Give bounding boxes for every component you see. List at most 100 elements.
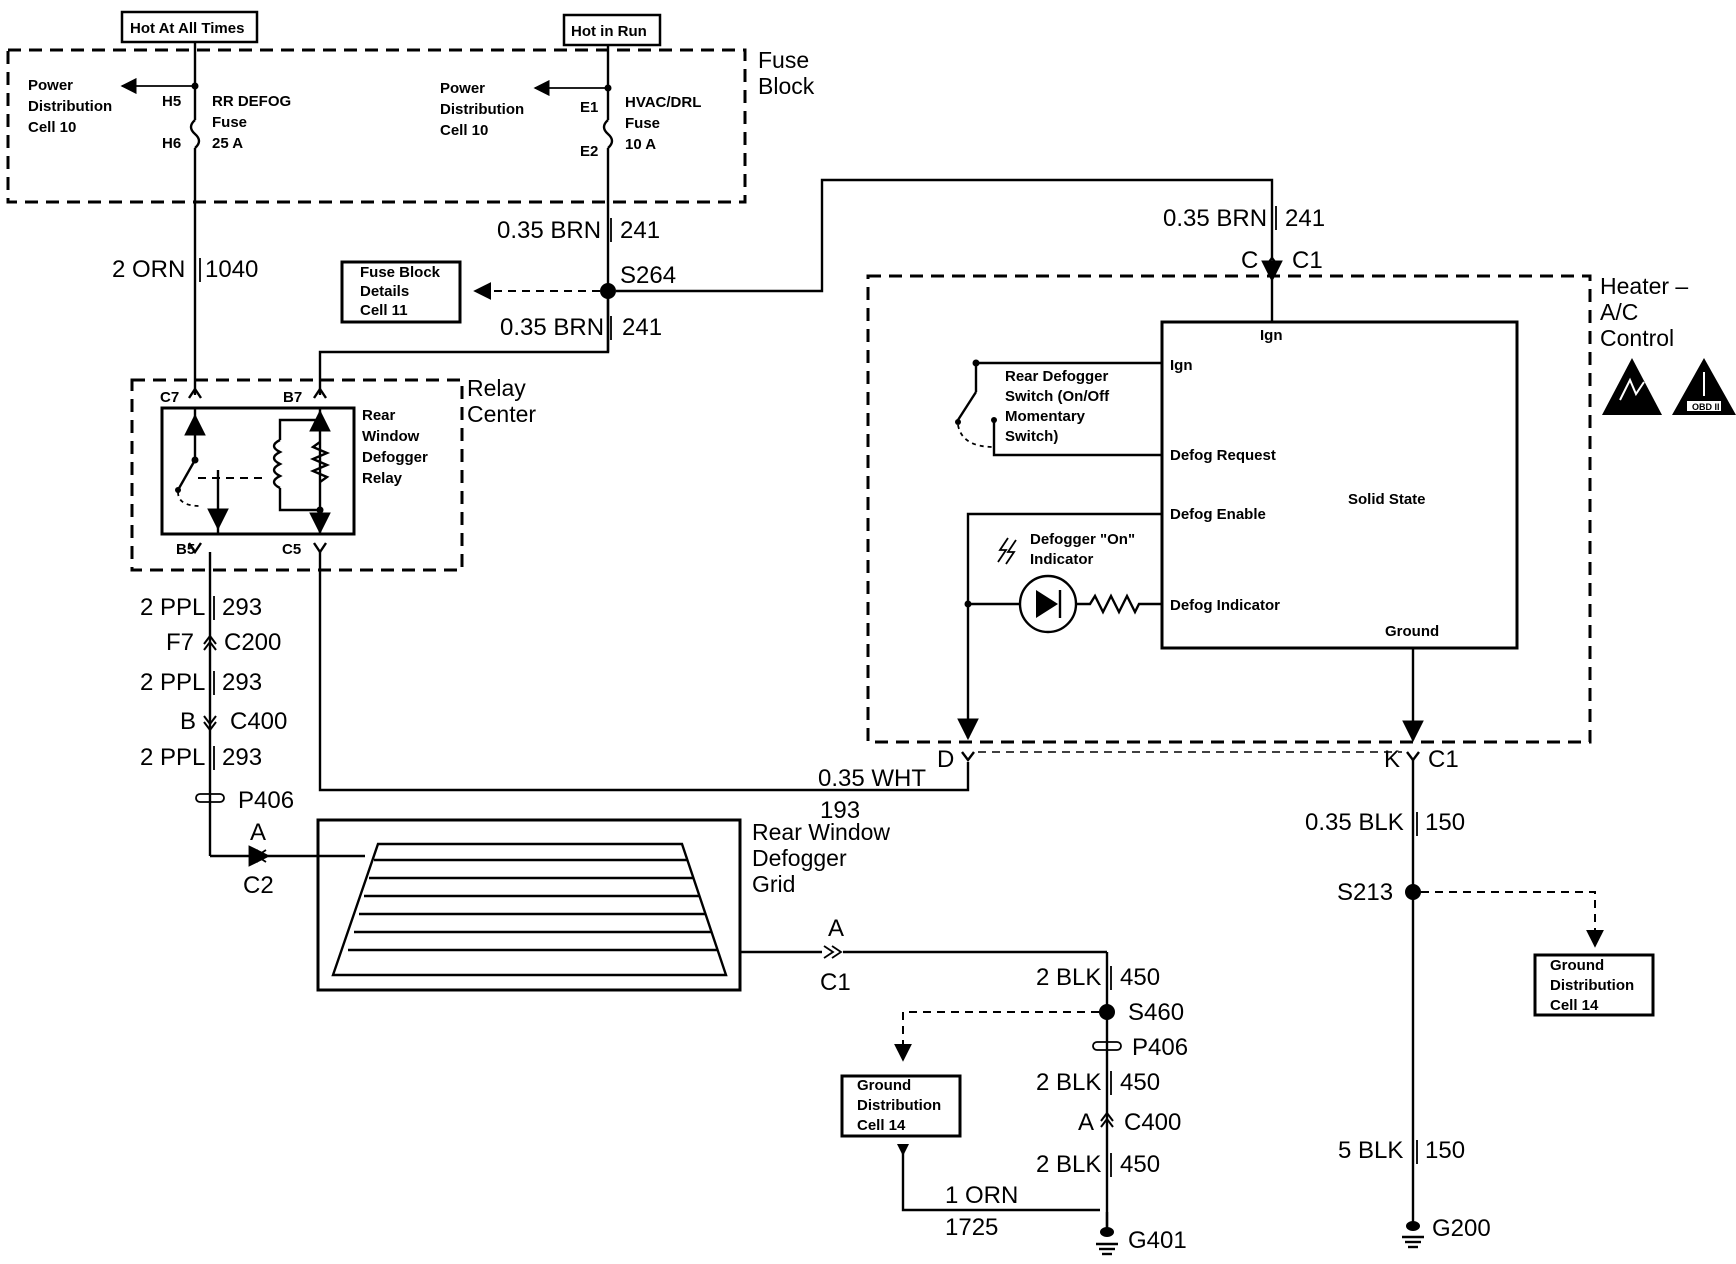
svg-text:0.35 WHT: 0.35 WHT	[818, 765, 926, 792]
svg-text:0.35 BRN: 0.35 BRN	[1163, 205, 1267, 232]
svg-text:10 A: 10 A	[625, 136, 656, 153]
svg-text:A/C: A/C	[1600, 299, 1638, 325]
svg-text:293: 293	[222, 744, 262, 771]
svg-text:Defog Request: Defog Request	[1170, 447, 1276, 464]
svg-text:450: 450	[1120, 1069, 1160, 1096]
svg-text:Defogger: Defogger	[752, 845, 847, 871]
relay-label: Rear	[362, 407, 396, 424]
svg-text:C2: C2	[243, 872, 274, 899]
svg-text:193: 193	[820, 797, 860, 824]
svg-text:Control: Control	[1600, 325, 1674, 351]
svg-text:P406: P406	[1132, 1034, 1188, 1061]
svg-text:293: 293	[222, 669, 262, 696]
svg-text:Cell 14: Cell 14	[857, 1117, 906, 1134]
svg-text:25 A: 25 A	[212, 135, 243, 152]
ground-distribution-left: Ground Distribution Cell 14	[840, 1074, 962, 1138]
ground-distribution-right: Ground Distribution Cell 14	[1533, 953, 1655, 1017]
svg-text:Cell 14: Cell 14	[1550, 997, 1599, 1014]
fuse-block-details-ref: Fuse Block Details Cell 11	[340, 260, 462, 324]
svg-text:Fuse: Fuse	[212, 114, 247, 131]
svg-text:OBD II: OBD II	[1692, 402, 1720, 412]
svg-text:Cell 10: Cell 10	[28, 119, 76, 136]
svg-text:2 BLK: 2 BLK	[1036, 1069, 1101, 1096]
svg-text:5 BLK: 5 BLK	[1338, 1137, 1403, 1164]
svg-text:G200: G200	[1432, 1215, 1491, 1242]
ground-g401: G401	[1096, 1212, 1187, 1256]
svg-text:Switch (On/Off: Switch (On/Off	[1005, 388, 1110, 405]
svg-text:G401: G401	[1128, 1227, 1187, 1254]
wire-1040-circuit: 1040	[205, 256, 258, 283]
svg-text:Relay: Relay	[362, 470, 403, 487]
svg-text:241: 241	[1285, 205, 1325, 232]
svg-text:2 BLK: 2 BLK	[1036, 964, 1101, 991]
svg-text:150: 150	[1425, 1137, 1465, 1164]
svg-text:H6: H6	[162, 135, 181, 152]
svg-text:Power: Power	[440, 80, 485, 97]
power-distribution-left: Power Distribution Cell 10	[28, 77, 112, 136]
svg-text:Details: Details	[360, 283, 409, 300]
svg-text:S213: S213	[1337, 879, 1393, 906]
svg-text:C7: C7	[160, 389, 179, 406]
relay-center: Relay Center C7 B7 B5 C5 Rear Window	[130, 375, 536, 572]
svg-text:C: C	[1241, 247, 1258, 274]
svg-text:241: 241	[622, 314, 662, 341]
svg-text:C1: C1	[1292, 247, 1323, 274]
svg-text:Center: Center	[467, 401, 536, 427]
svg-text:S460: S460	[1128, 999, 1184, 1026]
hvac-drl-fuse: E1 E2 HVAC/DRL Fuse 10 A	[580, 78, 701, 160]
svg-text:Ground: Ground	[1385, 623, 1439, 640]
obd-ii-icon: OBD II	[1672, 358, 1736, 415]
svg-text:Defogger: Defogger	[362, 449, 428, 466]
hvac-title: Heater –	[1600, 273, 1688, 299]
svg-text:Ground: Ground	[857, 1077, 911, 1094]
fuse-block-title: Fuse	[758, 47, 809, 73]
svg-text:C1: C1	[1428, 746, 1459, 773]
svg-text:C200: C200	[224, 629, 281, 656]
splice-s213	[1405, 884, 1421, 900]
svg-text:HVAC/DRL: HVAC/DRL	[625, 94, 701, 111]
svg-text:Rear Window: Rear Window	[752, 819, 890, 845]
ground-g200: G200	[1402, 1215, 1491, 1249]
svg-text:Ign: Ign	[1260, 327, 1283, 344]
svg-text:Window: Window	[362, 428, 420, 445]
rr-defog-fuse: H5 H6 RR DEFOG Fuse 25 A	[162, 78, 291, 152]
svg-text:Block: Block	[758, 73, 815, 99]
wire-1040-size: 2 ORN	[112, 256, 185, 283]
svg-text:1 ORN: 1 ORN	[945, 1182, 1018, 1209]
svg-text:H5: H5	[162, 93, 181, 110]
svg-text:B: B	[180, 708, 196, 735]
svg-text:C400: C400	[230, 708, 287, 735]
svg-text:C1: C1	[820, 969, 851, 996]
svg-text:E1: E1	[580, 99, 598, 116]
svg-text:Fuse: Fuse	[625, 115, 660, 132]
svg-text:K: K	[1384, 746, 1400, 773]
svg-text:Distribution: Distribution	[440, 101, 524, 118]
svg-text:E2: E2	[580, 143, 598, 160]
svg-text:Hot At All Times: Hot At All Times	[130, 20, 244, 37]
fuse-block: Fuse Block Power Distribution Cell 10 H5…	[6, 47, 815, 204]
svg-text:2 PPL: 2 PPL	[140, 669, 205, 696]
hot-in-run-label: Hot in Run	[562, 13, 662, 47]
wire-label-ticks	[199, 206, 1418, 1177]
svg-text:Momentary: Momentary	[1005, 408, 1086, 425]
heater-ac-control: Heater – A/C Control OBD II C C1 Ign Ign…	[866, 247, 1736, 744]
splice-s264-label: S264	[620, 262, 676, 289]
svg-text:Distribution: Distribution	[28, 98, 112, 115]
svg-text:Distribution: Distribution	[857, 1097, 941, 1114]
svg-text:2 PPL: 2 PPL	[140, 594, 205, 621]
svg-text:A: A	[1078, 1109, 1094, 1136]
svg-text:Ign: Ign	[1170, 357, 1193, 374]
svg-text:Fuse Block: Fuse Block	[360, 264, 441, 281]
svg-text:A: A	[828, 915, 844, 942]
svg-text:Hot in Run: Hot in Run	[571, 23, 647, 40]
rear-defogger-switch-label: Rear Defogger	[1005, 368, 1109, 385]
svg-text:C5: C5	[282, 541, 301, 558]
svg-text:2 BLK: 2 BLK	[1036, 1151, 1101, 1178]
splice-s460	[1099, 1004, 1115, 1020]
svg-text:Switch): Switch)	[1005, 428, 1058, 445]
svg-text:1725: 1725	[945, 1214, 998, 1241]
svg-text:150: 150	[1425, 809, 1465, 836]
power-distribution-right: Power Distribution Cell 10	[440, 80, 524, 139]
hot-at-all-times-label: Hot At All Times	[120, 10, 259, 44]
